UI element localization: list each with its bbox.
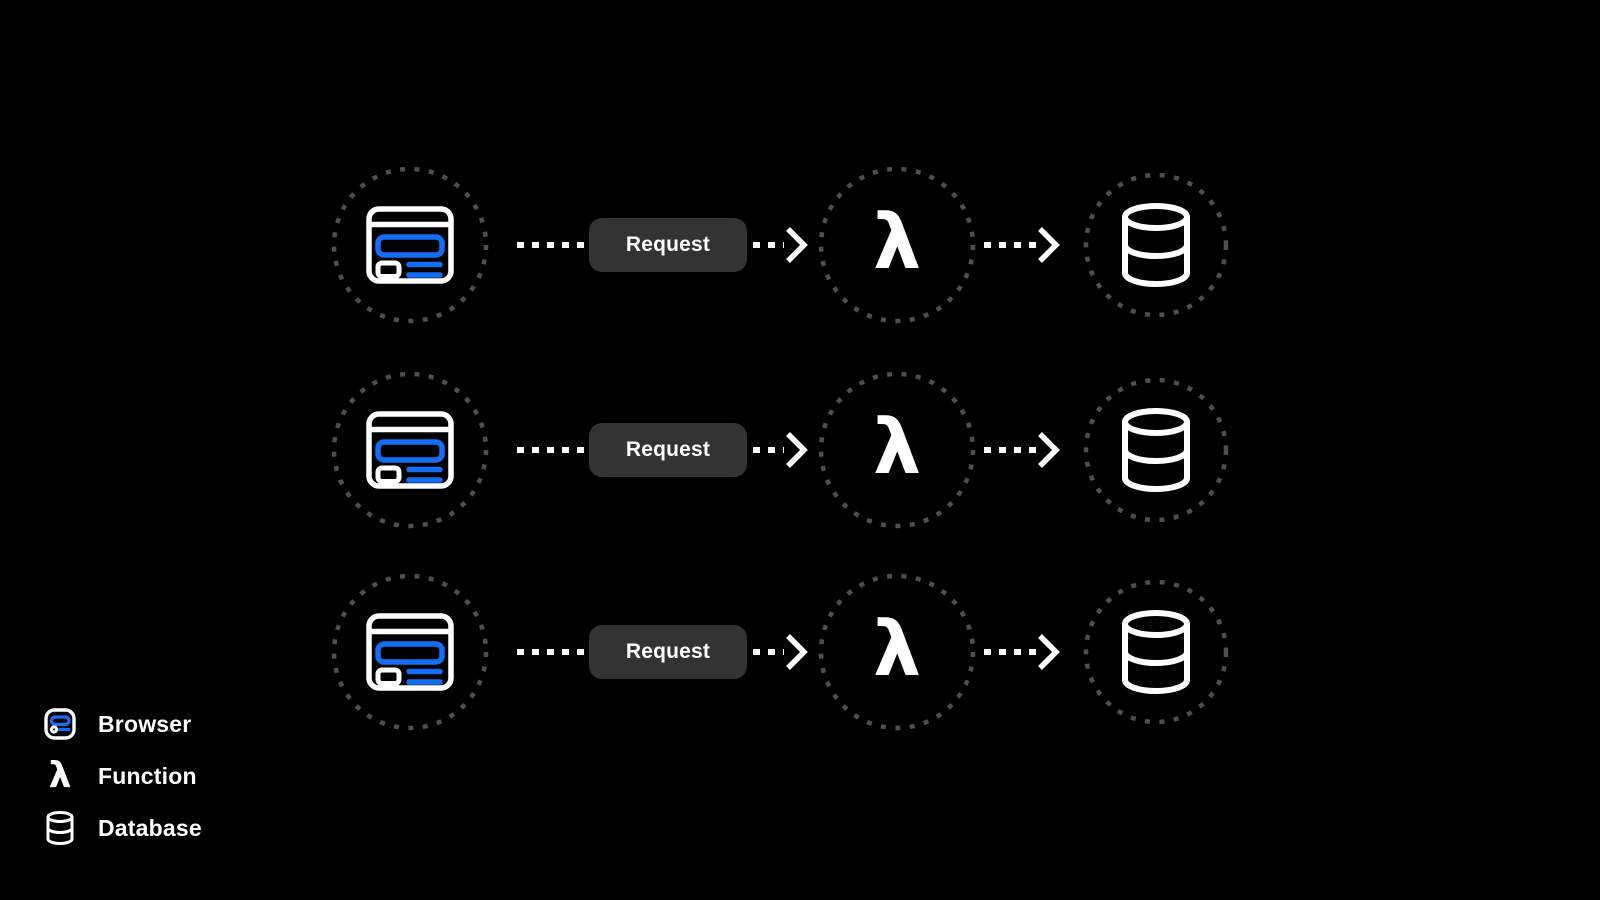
request-label-pill: Request (589, 423, 747, 477)
request-label-pill: Request (589, 625, 747, 679)
legend-icon-box (43, 810, 77, 846)
flow-row-2: Request λ (0, 371, 1600, 529)
browser-icon (366, 411, 454, 489)
arrowhead-icon (1038, 227, 1060, 263)
legend-label: Database (98, 814, 202, 841)
dashed-arrow-connector (984, 634, 1060, 670)
database-node (1083, 579, 1229, 725)
legend-item-database: Database (43, 802, 202, 854)
lambda-icon: λ (48, 755, 72, 796)
function-node: λ (818, 166, 976, 324)
dashed-arrow-connector (753, 227, 808, 263)
dotted-ring (818, 371, 976, 529)
dashed-connector (517, 649, 587, 655)
arrowhead-icon (1038, 432, 1060, 468)
dotted-ring (1083, 377, 1229, 523)
legend-icon-box: λ (43, 758, 77, 794)
function-node: λ (818, 573, 976, 731)
dotted-ring (331, 371, 489, 529)
browser-icon (366, 206, 454, 284)
dashed-arrow-connector (753, 432, 808, 468)
browser-node (331, 166, 489, 324)
browser-node (331, 573, 489, 731)
database-node (1083, 377, 1229, 523)
legend-item-browser: Browser (43, 698, 202, 750)
legend-label: Browser (98, 710, 192, 737)
database-icon (46, 811, 74, 846)
arrowhead-icon (786, 634, 808, 670)
dotted-ring (331, 573, 489, 731)
dotted-ring (1083, 579, 1229, 725)
flow-row-1: Request λ (0, 166, 1600, 324)
request-label: Request (625, 233, 711, 256)
lambda-icon: λ (872, 402, 922, 491)
request-label-pill: Request (589, 218, 747, 272)
browser-icon (44, 708, 76, 740)
database-icon (1122, 408, 1190, 492)
dashed-arrow-connector (753, 634, 808, 670)
dashed-arrow-connector (984, 227, 1060, 263)
legend-item-function: λ Function (43, 750, 202, 802)
dotted-ring (818, 573, 976, 731)
dashed-arrow-connector (984, 432, 1060, 468)
legend: Browser λ Function Database (43, 698, 202, 854)
dashed-connector (517, 447, 587, 453)
flow-row-3: Request λ (0, 573, 1600, 731)
arrowhead-icon (786, 432, 808, 468)
lambda-icon: λ (872, 604, 922, 693)
dotted-ring (818, 166, 976, 324)
browser-icon (366, 613, 454, 691)
request-label: Request (625, 438, 711, 461)
database-icon (1122, 610, 1190, 694)
dotted-ring (331, 166, 489, 324)
dotted-ring (1083, 172, 1229, 318)
arrowhead-icon (1038, 634, 1060, 670)
lambda-icon: λ (872, 197, 922, 286)
browser-node (331, 371, 489, 529)
database-icon (1122, 203, 1190, 287)
dashed-connector (517, 242, 587, 248)
function-node: λ (818, 371, 976, 529)
request-label: Request (625, 640, 711, 663)
arrowhead-icon (786, 227, 808, 263)
database-node (1083, 172, 1229, 318)
legend-label: Function (98, 762, 197, 789)
legend-icon-box (43, 708, 77, 740)
